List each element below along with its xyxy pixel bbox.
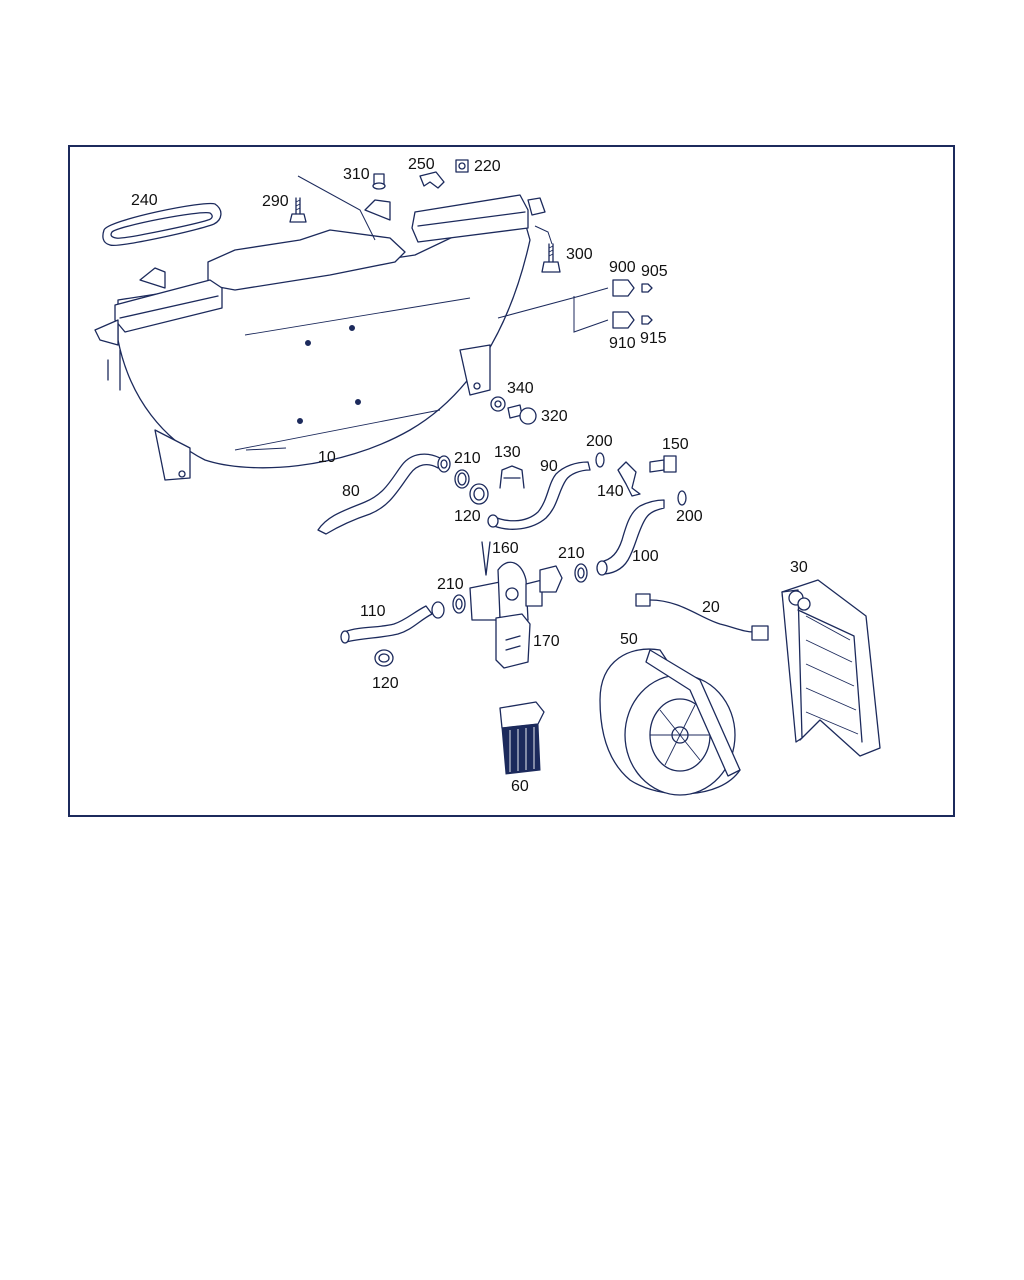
callout-220: 220 bbox=[474, 158, 501, 175]
callout-120: 120 bbox=[372, 675, 399, 692]
part-140-bracket bbox=[617, 461, 641, 497]
part-210-ring bbox=[452, 594, 466, 614]
callout-50: 50 bbox=[620, 631, 638, 648]
part-900-connector bbox=[612, 279, 635, 297]
part-130-clamp bbox=[499, 465, 525, 489]
part-30-heater-core bbox=[781, 579, 881, 757]
callout-240: 240 bbox=[131, 192, 158, 209]
callout-20: 20 bbox=[702, 599, 720, 616]
callout-210: 210 bbox=[558, 545, 585, 562]
callout-150: 150 bbox=[662, 436, 689, 453]
callout-60: 60 bbox=[511, 778, 529, 795]
callout-310: 310 bbox=[343, 166, 370, 183]
part-50-blower-motor bbox=[599, 648, 741, 796]
part-340-washer bbox=[490, 396, 506, 412]
part-20-wiring-harness bbox=[635, 593, 769, 641]
callout-250: 250 bbox=[408, 156, 435, 173]
callout-160: 160 bbox=[492, 540, 519, 557]
part-210-ring bbox=[454, 469, 470, 489]
part-100-pipe bbox=[596, 499, 665, 576]
callout-210: 210 bbox=[454, 450, 481, 467]
callout-80: 80 bbox=[342, 483, 360, 500]
callout-915: 915 bbox=[640, 330, 667, 347]
callout-30: 30 bbox=[790, 559, 808, 576]
callout-110: 110 bbox=[360, 603, 386, 620]
part-300-bolt bbox=[541, 243, 561, 273]
callout-170: 170 bbox=[533, 633, 560, 650]
part-905-pin bbox=[641, 283, 653, 293]
part-910-connector bbox=[612, 311, 635, 329]
part-10-heater-housing bbox=[94, 194, 546, 481]
part-200-oring bbox=[677, 490, 687, 506]
part-290-bolt bbox=[289, 197, 307, 223]
callout-300: 300 bbox=[566, 246, 593, 263]
leader-lines bbox=[245, 175, 609, 451]
part-120-grommet bbox=[374, 649, 394, 667]
callout-320: 320 bbox=[541, 408, 568, 425]
callout-10: 10 bbox=[318, 449, 336, 466]
part-150-bolt bbox=[649, 455, 677, 473]
part-80-hose bbox=[317, 453, 451, 535]
callout-140: 140 bbox=[597, 483, 624, 500]
callout-100: 100 bbox=[632, 548, 659, 565]
part-90-hose bbox=[487, 461, 591, 530]
part-110-hose bbox=[340, 601, 445, 644]
part-240-seal bbox=[102, 202, 222, 246]
diagram-frame bbox=[68, 145, 955, 817]
part-320-screw bbox=[507, 404, 537, 425]
callout-210: 210 bbox=[437, 576, 464, 593]
part-310-screw bbox=[372, 173, 386, 190]
callout-labels: 10 20 30 50 60 80 90 100 110 120 120 130… bbox=[131, 156, 808, 795]
callout-200: 200 bbox=[676, 508, 703, 525]
part-200-oring bbox=[595, 452, 605, 468]
part-120-grommet bbox=[469, 483, 489, 505]
part-915-pin bbox=[641, 315, 653, 325]
part-170-actuator bbox=[495, 613, 531, 669]
callout-120: 120 bbox=[454, 508, 481, 525]
callout-90: 90 bbox=[540, 458, 558, 475]
callout-910: 910 bbox=[609, 335, 636, 352]
part-60-resistor bbox=[499, 701, 545, 775]
callout-290: 290 bbox=[262, 193, 289, 210]
part-210-ring bbox=[574, 563, 588, 583]
callout-340: 340 bbox=[507, 380, 534, 397]
callout-900: 900 bbox=[609, 259, 636, 276]
part-250-clip bbox=[419, 171, 445, 189]
callout-130: 130 bbox=[494, 444, 521, 461]
part-220-nut bbox=[455, 159, 469, 173]
callout-200: 200 bbox=[586, 433, 613, 450]
part-160-clip bbox=[481, 541, 491, 576]
callout-905: 905 bbox=[641, 263, 668, 280]
part-valve-block bbox=[469, 561, 563, 628]
